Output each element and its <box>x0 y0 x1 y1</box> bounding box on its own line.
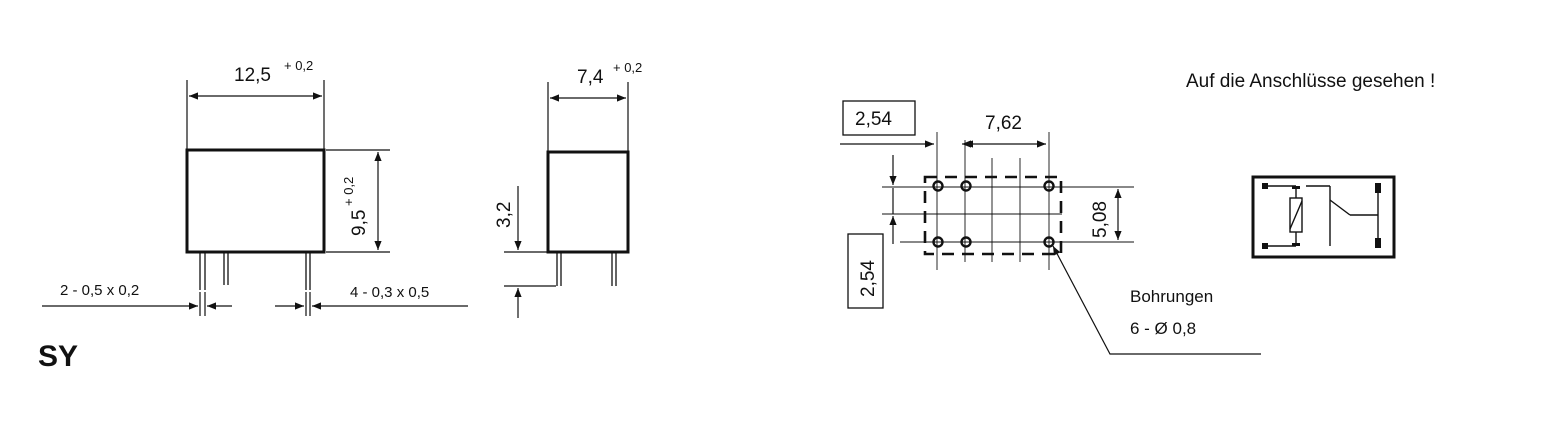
footprint-outline <box>923 175 1063 256</box>
width-tolerance: + 0,2 <box>284 58 313 73</box>
pin-length-value: 3,2 <box>494 202 515 228</box>
relay-schematic-symbol <box>1251 175 1396 259</box>
pin-length-dimension <box>504 186 556 318</box>
front-pins <box>199 252 311 290</box>
view-note: Auf die Anschlüsse gesehen ! <box>1186 71 1435 92</box>
footprint-grid <box>882 132 1134 270</box>
hole <box>960 236 972 248</box>
span-y-value: 5,08 <box>1090 201 1111 238</box>
side-view: 7,4 + 0,2 3,2 <box>494 60 642 318</box>
hole <box>1043 180 1055 192</box>
model-label: SY <box>38 340 78 373</box>
pitch-x-value: 2,54 <box>855 109 892 130</box>
holes-leader <box>1052 245 1261 355</box>
depth-dimension <box>547 82 629 152</box>
height-tolerance: + 0,2 <box>341 177 356 206</box>
holes-label-line2: 6 - Ø 0,8 <box>1130 319 1196 338</box>
width-dimension <box>186 80 325 150</box>
pitch-x-box <box>842 100 916 136</box>
span-x-value: 7,62 <box>985 113 1022 134</box>
pin-dimension-right-label: 4 - 0,3 x 0,5 <box>350 284 429 301</box>
footprint-view: 2,54 7,62 5, <box>840 100 1261 355</box>
hole <box>1043 236 1055 248</box>
height-value: 9,5 <box>349 210 370 236</box>
relay-body-front <box>185 148 326 254</box>
hole <box>960 180 972 192</box>
pitch-y-value: 2,54 <box>858 260 879 297</box>
depth-tolerance: + 0,2 <box>613 60 642 75</box>
hole <box>932 236 944 248</box>
hole <box>932 180 944 192</box>
front-view: 12,5 + 0,2 9,5 + 0,2 2 - 0,5 x 0,2 4 - 0… <box>42 58 468 316</box>
depth-value: 7,4 <box>577 67 604 88</box>
pitch-y-box <box>847 233 884 309</box>
pin-dimension-left <box>42 292 232 316</box>
footprint-holes <box>932 180 1055 248</box>
width-value: 12,5 <box>234 65 271 86</box>
side-pins <box>556 252 617 286</box>
pin-dimension-right <box>275 292 468 316</box>
height-dimension <box>326 149 390 253</box>
pin-dimension-left-label: 2 - 0,5 x 0,2 <box>60 282 139 299</box>
holes-label-line1: Bohrungen <box>1130 287 1213 306</box>
relay-body-side <box>546 150 630 254</box>
